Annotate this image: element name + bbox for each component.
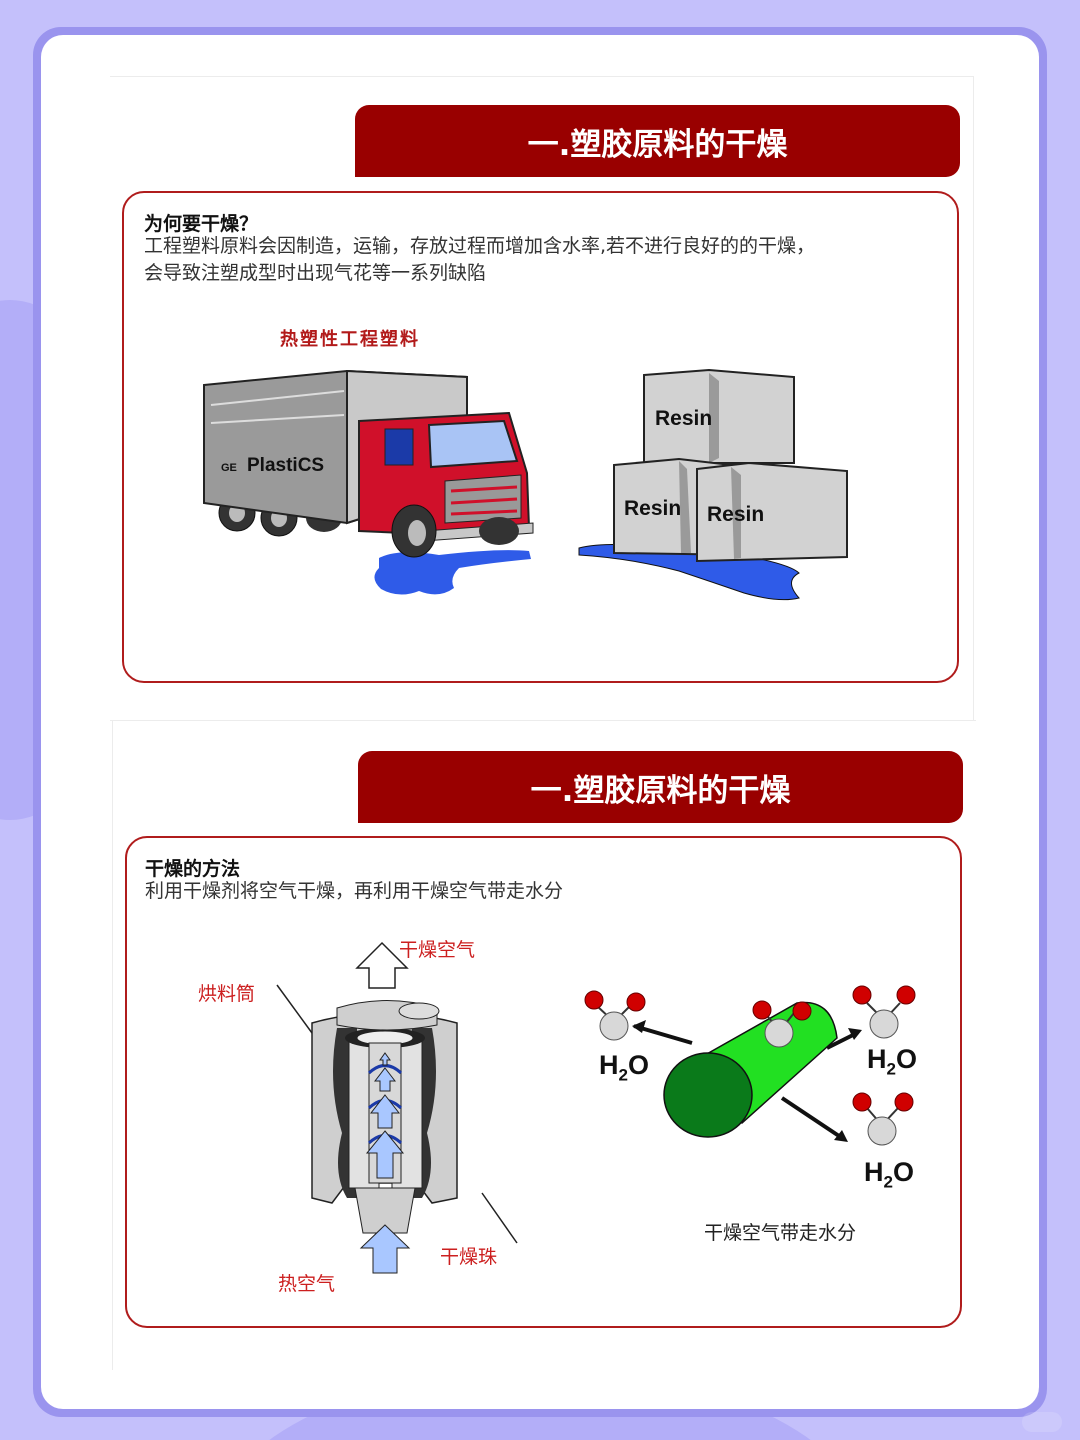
truck-brand: PlastiCS [247, 455, 324, 476]
watermark [1022, 1412, 1062, 1432]
resin-box-label: Resin [655, 407, 712, 430]
card-body-line-1: 利用干燥剂将空气干燥，再利用干燥空气带走水分 [145, 880, 564, 902]
resin-box-label: Resin [624, 497, 681, 520]
page-frame: 一.塑胶原料的干燥 为何要干燥？ 工程塑料原料会因制造，运输，存放过程而增加含水… [33, 27, 1047, 1417]
dryer-hopper-diagram [276, 941, 518, 1274]
page-content: 一.塑胶原料的干燥 为何要干燥？ 工程塑料原料会因制造，运输，存放过程而增加含水… [41, 35, 1039, 1409]
truck-caption: 热塑性工程塑料 [280, 329, 420, 350]
label-desiccant: 干燥珠 [440, 1246, 498, 1268]
truck-brand-prefix: GE [221, 462, 237, 474]
h2o-label-left: H2O [599, 1050, 649, 1085]
slide-why-dry: 一.塑胶原料的干燥 为何要干燥？ 工程塑料原料会因制造，运输，存放过程而增加含水… [110, 76, 974, 721]
desiccant-molecule-diagram [584, 985, 916, 1146]
section-banner: 一.塑胶原料的干燥 [355, 105, 960, 177]
truck-illustration: GE PlastiCS [203, 369, 534, 595]
h2o-label-right-bottom: H2O [864, 1157, 914, 1192]
card-body-line-1: 工程塑料原料会因制造，运输，存放过程而增加含水率,若不进行良好的的干燥， [144, 235, 816, 257]
section-banner: 一.塑胶原料的干燥 [358, 751, 963, 823]
slide-drying-method: 一.塑胶原料的干燥 干燥的方法 利用干燥剂将空气干燥，再利用干燥空气带走水分 干… [112, 720, 976, 1370]
banner-title: 一.塑胶原料的干燥 [530, 772, 791, 809]
h2o-label-right-top: H2O [867, 1044, 917, 1079]
card-heading: 为何要干燥？ [144, 213, 259, 235]
molecule-caption: 干燥空气带走水分 [704, 1222, 857, 1244]
content-card: 为何要干燥？ 工程塑料原料会因制造，运输，存放过程而增加含水率,若不进行良好的的… [122, 191, 959, 683]
content-card: 干燥的方法 利用干燥剂将空气干燥，再利用干燥空气带走水分 干燥空气 烘料筒 干燥… [125, 836, 962, 1328]
label-hopper: 烘料筒 [198, 983, 256, 1005]
resin-box-label: Resin [707, 503, 764, 526]
card-body-line-2: 会导致注塑成型时出现气花等一系列缺陷 [144, 262, 487, 284]
card-heading: 干燥的方法 [145, 858, 241, 880]
label-dry-air: 干燥空气 [399, 939, 476, 961]
banner-title: 一.塑胶原料的干燥 [527, 126, 788, 163]
label-hot-air: 热空气 [278, 1273, 336, 1295]
resin-boxes-illustration: Resin Resin Resin [578, 368, 848, 601]
